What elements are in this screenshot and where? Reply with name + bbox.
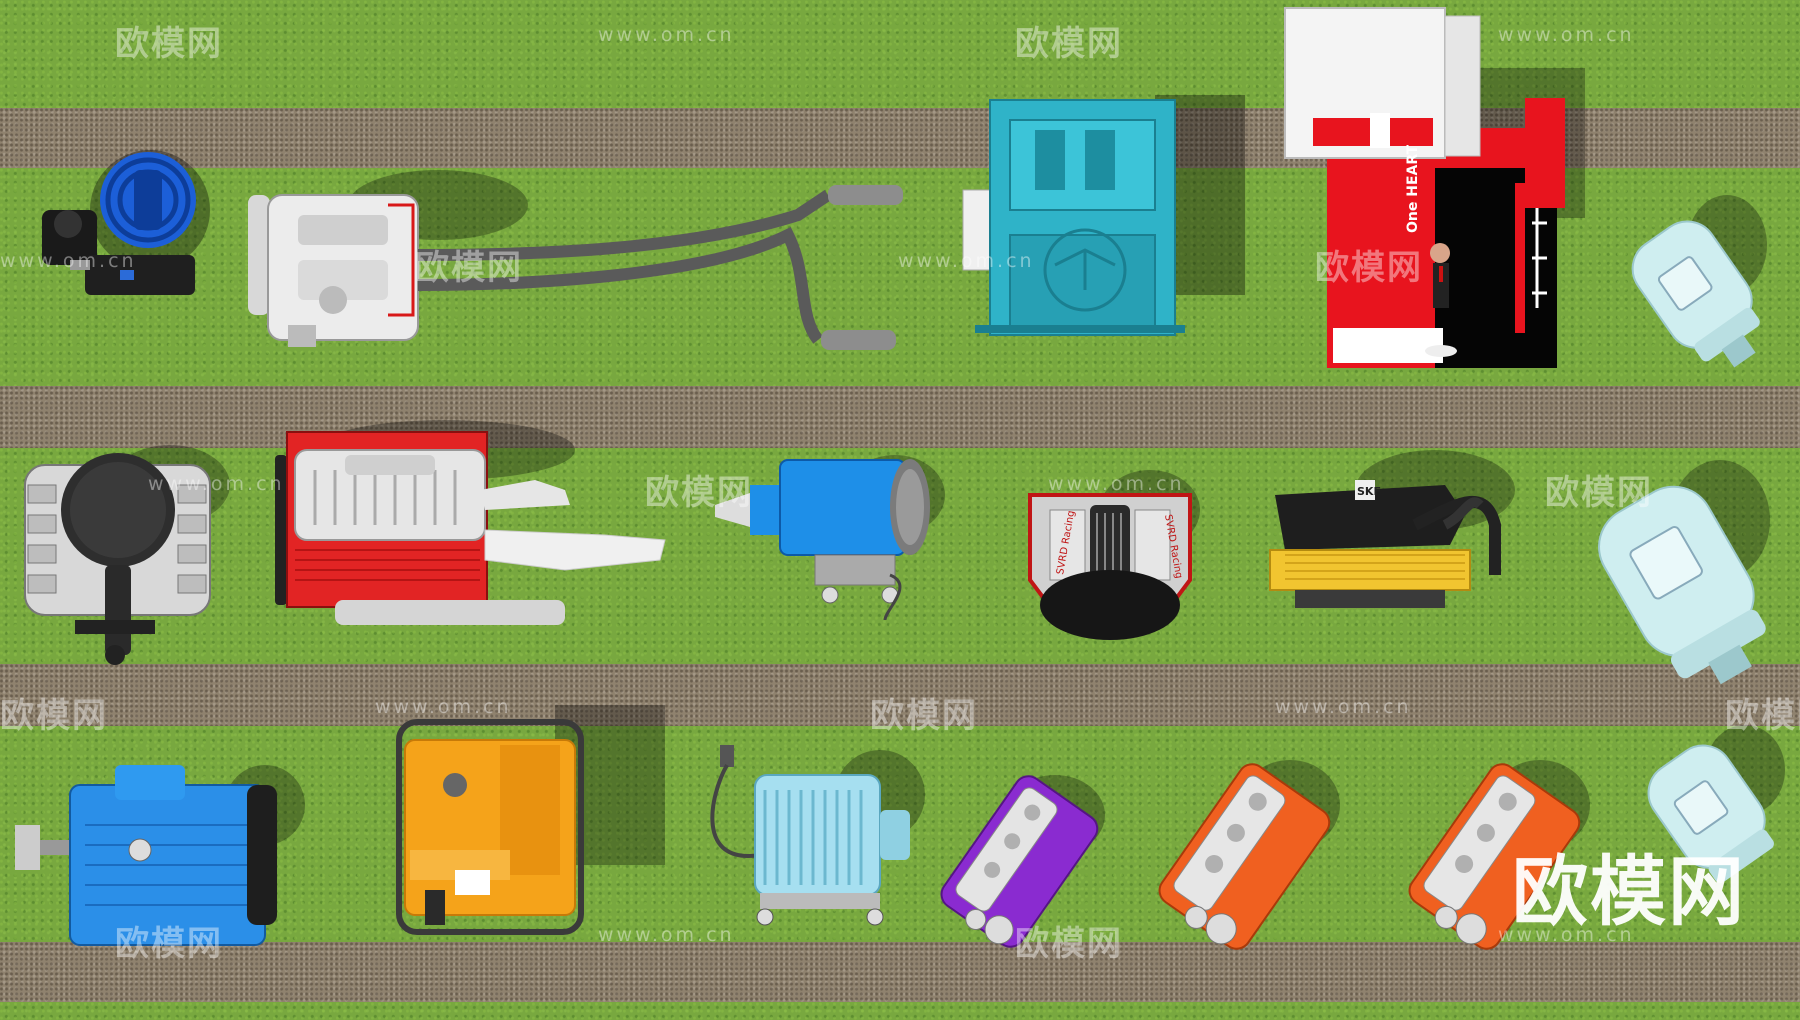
dirt-path: [0, 386, 1800, 448]
compressor-icon: [710, 745, 925, 926]
motor-icon: [1598, 460, 1770, 685]
blue-single-cylinder-engine: [30, 140, 210, 310]
engine-icon: [24, 445, 230, 665]
red-supercharged-engine: [275, 420, 675, 630]
engine-icon: [1408, 760, 1590, 950]
engine-icon: [248, 170, 903, 350]
white-engine-with-exhaust: [238, 170, 928, 365]
engine-icon: [940, 775, 1105, 948]
grass-band: [0, 0, 1800, 108]
blue-induction-motor: [15, 765, 305, 946]
dirt-path: [0, 942, 1800, 1002]
engine-icon: SVRD Racing SVRD Racing: [1028, 470, 1200, 640]
racing-v8-engine: SVRD Racing SVRD Racing: [1025, 470, 1200, 640]
black-yellow-engine: SKF: [1265, 450, 1515, 615]
purple-inline-engine: [935, 775, 1105, 950]
orange-generator: [395, 700, 675, 940]
pale-gear-motor-middle: [1590, 460, 1790, 685]
generator-icon: [396, 705, 665, 935]
engine-icon: [275, 420, 666, 625]
engine-brand-badge: SKF: [1357, 485, 1381, 498]
booth-icon: One HEART: [1284, 7, 1585, 368]
engine-icon: [42, 150, 210, 295]
motor-icon: [1631, 195, 1767, 368]
blue-electric-motor-pump: [715, 455, 945, 625]
motor-icon: [15, 765, 305, 946]
engine-icon: SKF: [1269, 450, 1515, 608]
orange-inline-engine-2: [1400, 760, 1590, 950]
orange-inline-engine-1: [1150, 760, 1340, 950]
pale-gear-motor-top: [1631, 195, 1782, 380]
grass-band: [0, 1002, 1800, 1020]
dirt-path: [0, 664, 1800, 726]
teal-hydraulic-press: [955, 95, 1245, 336]
v8-engine-air-filter: [20, 445, 230, 670]
motor-icon: [1647, 725, 1785, 884]
machine-icon: [962, 95, 1245, 336]
engine-icon: [1158, 760, 1340, 950]
motor-icon: [715, 455, 945, 621]
red-exhibition-booth: One HEART: [1284, 7, 1585, 368]
booth-vertical-banner: One HEART: [1405, 144, 1421, 233]
air-compressor: [700, 745, 925, 930]
pale-gear-motor-bottom: [1645, 725, 1795, 890]
